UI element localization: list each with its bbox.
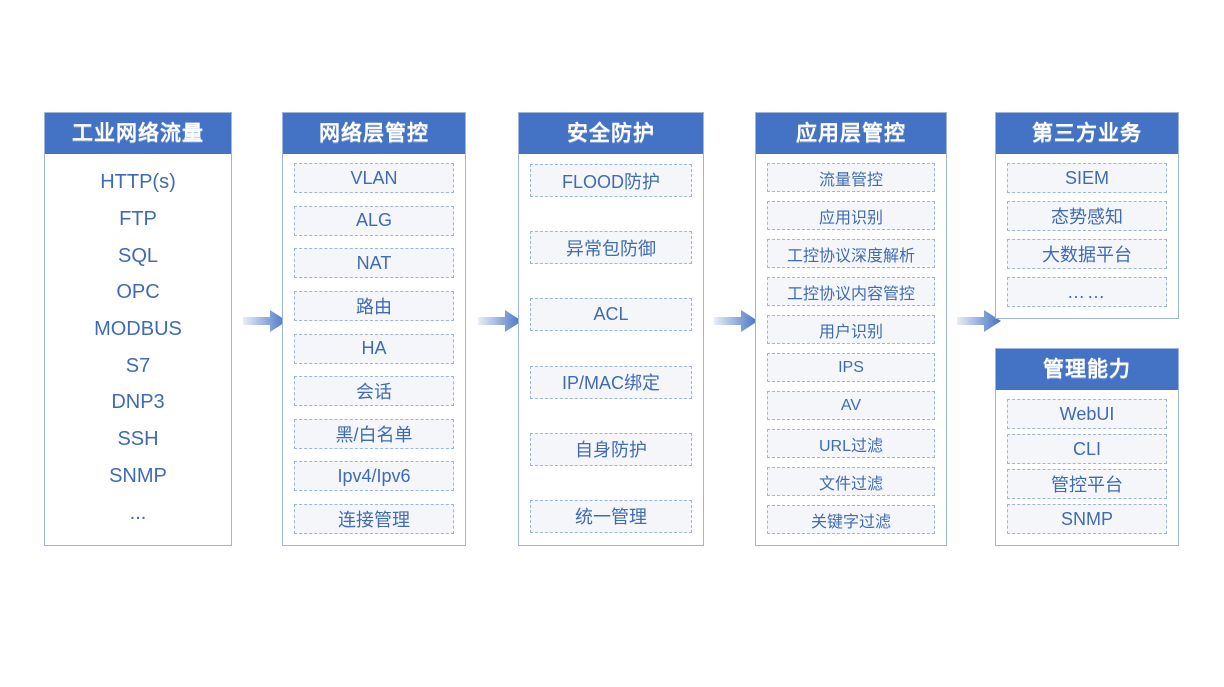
list-item[interactable]: SIEM — [1007, 163, 1167, 193]
column-application-layer-control: 应用层管控 流量管控 应用识别 工控协议深度解析 工控协议内容管控 用户识别 I… — [755, 112, 947, 546]
list-item[interactable]: ... — [129, 501, 147, 524]
list-item[interactable]: SQL — [117, 244, 159, 267]
list-item[interactable]: ALG — [294, 205, 454, 236]
column-body-industrial-network-traffic: HTTP(s) FTP SQL OPC MODBUS S7 DNP3 SSH S… — [45, 154, 231, 545]
list-item[interactable]: 流量管控 — [767, 163, 935, 192]
list-item[interactable]: 统一管理 — [530, 499, 692, 533]
list-item[interactable]: 自身防护 — [530, 432, 692, 466]
list-item[interactable]: NAT — [294, 248, 454, 279]
list-item[interactable]: SNMP — [1007, 504, 1167, 534]
list-item[interactable]: 异常包防御 — [530, 231, 692, 265]
column-body-network-layer-control: VLAN ALG NAT 路由 HA 会话 黑/白名单 Ipv4/Ipv6 连接… — [283, 154, 465, 545]
list-item[interactable]: AV — [767, 391, 935, 420]
list-item[interactable]: IPS — [767, 353, 935, 382]
list-item[interactable]: ACL — [530, 298, 692, 332]
column-industrial-network-traffic: 工业网络流量 HTTP(s) FTP SQL OPC MODBUS S7 DNP… — [44, 112, 232, 546]
column-management-capability: 管理能力 WebUI CLI 管控平台 SNMP — [995, 348, 1179, 546]
list-item[interactable]: 管控平台 — [1007, 469, 1167, 499]
list-item[interactable]: CLI — [1007, 434, 1167, 464]
list-item[interactable]: 用户识别 — [767, 315, 935, 344]
list-item[interactable]: 工控协议内容管控 — [767, 277, 935, 306]
list-item[interactable]: URL过滤 — [767, 429, 935, 458]
list-item[interactable]: 大数据平台 — [1007, 239, 1167, 269]
list-item[interactable]: …… — [1007, 277, 1167, 307]
column-security-protection: 安全防护 FLOOD防护 异常包防御 ACL IP/MAC绑定 自身防护 统一管… — [518, 112, 704, 546]
list-item[interactable]: 应用识别 — [767, 201, 935, 230]
list-item[interactable]: 工控协议深度解析 — [767, 239, 935, 268]
arrow-right-icon — [714, 310, 758, 332]
arrow-right-icon — [243, 310, 287, 332]
list-item[interactable]: SNMP — [109, 464, 167, 487]
column-header-network-layer-control: 网络层管控 — [283, 113, 465, 154]
list-item[interactable]: DNP3 — [111, 391, 165, 414]
list-item[interactable]: OPC — [116, 281, 160, 304]
column-header-industrial-network-traffic: 工业网络流量 — [45, 113, 231, 154]
column-header-application-layer-control: 应用层管控 — [756, 113, 946, 154]
column-header-third-party-business: 第三方业务 — [996, 113, 1178, 154]
list-item[interactable]: S7 — [125, 354, 151, 377]
column-header-management-capability: 管理能力 — [996, 349, 1178, 390]
list-item[interactable]: WebUI — [1007, 399, 1167, 429]
arrow-right-icon — [478, 310, 522, 332]
column-body-third-party-business: SIEM 态势感知 大数据平台 …… — [996, 154, 1178, 318]
column-body-application-layer-control: 流量管控 应用识别 工控协议深度解析 工控协议内容管控 用户识别 IPS AV … — [756, 154, 946, 545]
list-item[interactable]: 关键字过滤 — [767, 505, 935, 534]
list-item[interactable]: 路由 — [294, 290, 454, 321]
list-item[interactable]: VLAN — [294, 163, 454, 193]
list-item[interactable]: IP/MAC绑定 — [530, 365, 692, 399]
list-item[interactable]: MODBUS — [94, 318, 182, 341]
list-item[interactable]: 黑/白名单 — [294, 418, 454, 449]
column-third-party-business: 第三方业务 SIEM 态势感知 大数据平台 …… — [995, 112, 1179, 319]
list-item[interactable]: 连接管理 — [294, 504, 454, 534]
column-body-management-capability: WebUI CLI 管控平台 SNMP — [996, 390, 1178, 545]
list-item[interactable]: SSH — [117, 428, 159, 451]
list-item[interactable]: Ipv4/Ipv6 — [294, 461, 454, 492]
list-item[interactable]: FTP — [119, 208, 157, 231]
column-body-security-protection: FLOOD防护 异常包防御 ACL IP/MAC绑定 自身防护 统一管理 — [519, 154, 703, 545]
column-header-security-protection: 安全防护 — [519, 113, 703, 154]
column-network-layer-control: 网络层管控 VLAN ALG NAT 路由 HA 会话 黑/白名单 Ipv4/I… — [282, 112, 466, 546]
list-item[interactable]: 会话 — [294, 376, 454, 407]
arrow-right-icon — [957, 310, 1001, 332]
list-item[interactable]: 文件过滤 — [767, 467, 935, 496]
list-item[interactable]: FLOOD防护 — [530, 164, 692, 197]
list-item[interactable]: HA — [294, 333, 454, 364]
list-item[interactable]: 态势感知 — [1007, 201, 1167, 231]
list-item[interactable]: HTTP(s) — [100, 171, 176, 194]
